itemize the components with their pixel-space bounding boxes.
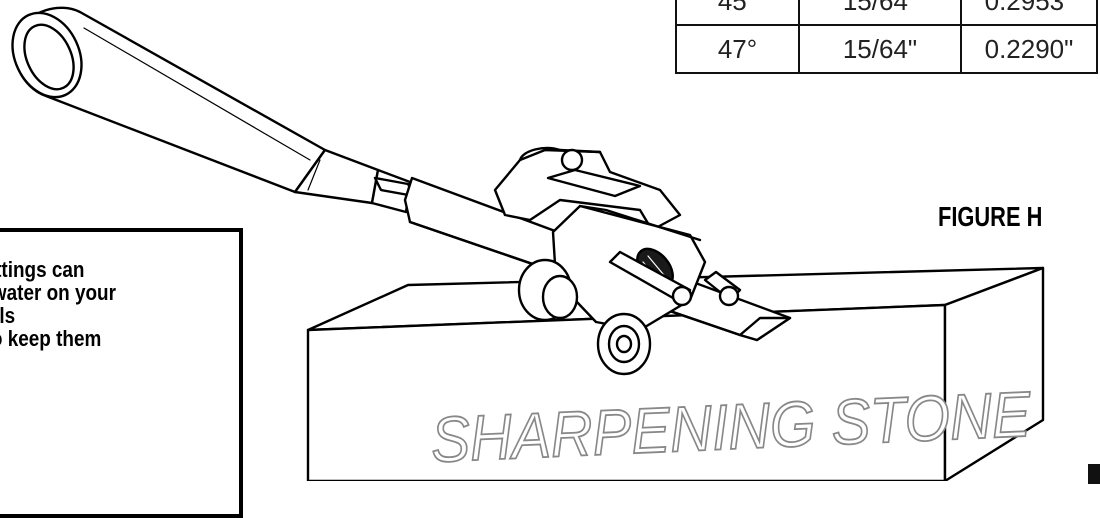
note-box: el cuttings can n of water on your wheel… bbox=[0, 228, 243, 518]
note-line: el cuttings can bbox=[0, 257, 85, 282]
angle-cell: 45° bbox=[675, 0, 800, 26]
note-line: n of water on your bbox=[0, 280, 116, 305]
note-line: es) to keep them bbox=[0, 326, 102, 351]
fraction-cell: 15/64" bbox=[798, 24, 962, 74]
table-row: 45° 15/64" 0.2953" bbox=[675, 0, 1098, 26]
decimal-cell: 0.2953" bbox=[960, 0, 1098, 26]
decimal-cell: 0.2290" bbox=[960, 24, 1098, 74]
figure-label: FIGURE H bbox=[938, 201, 1043, 232]
angle-spec-table: 45° 15/64" 0.2953" 47° 15/64" 0.2290" bbox=[675, 0, 1098, 74]
chisel-ferrule bbox=[370, 168, 416, 214]
sharpening-stone bbox=[306, 266, 1045, 481]
fraction-cell: 15/64" bbox=[798, 0, 962, 26]
angle-cell: 47° bbox=[675, 24, 800, 74]
table-row: 47° 15/64" 0.2290" bbox=[675, 24, 1098, 74]
page-tab-marker bbox=[1088, 464, 1100, 484]
chisel-handle bbox=[11, 6, 380, 205]
note-line: wheels bbox=[0, 303, 16, 328]
honing-guide-illustration: SHARPENING STONE bbox=[11, 6, 1045, 481]
note-text: el cuttings can n of water on your wheel… bbox=[0, 257, 239, 351]
honing-guide bbox=[493, 146, 742, 376]
